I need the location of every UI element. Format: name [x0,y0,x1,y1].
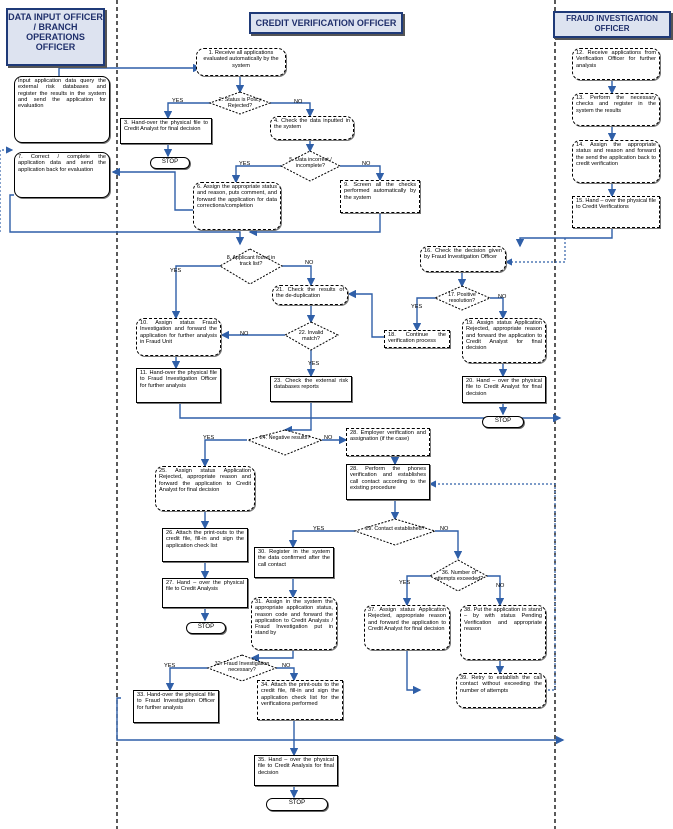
step-25: 25. Assign status Application Rejected, … [155,466,255,511]
step-39: 39. Retry to establish the call contact … [456,673,546,708]
label-yes-17: YES [411,304,423,310]
step-4: 4. Check the data inputted in the system [270,116,354,140]
lane-fraud-header: FRAUD INVESTIGATION OFFICER [553,11,671,38]
stop-4: STOP [266,798,328,811]
label-yes-32: YES [164,663,176,669]
step-22-label: 22. Invalid match? [298,330,324,342]
step-17-label: 17. Positive resolution? [448,292,476,304]
step-24-label: 24. Negative results? [259,435,311,441]
step-12: 12. Receive applications from Verificati… [572,48,660,80]
step-11: 11. Hand-over the physical file to Fraud… [136,368,221,403]
label-no-22: NO [240,331,249,337]
step-32-label: 32. Fraud Investigation necessary? [214,661,270,673]
step-10: 10. Assign status Fraud Investigation an… [136,318,221,356]
label-yes-24: YES [203,435,215,441]
step-14: 14. Assign the appropriate status and re… [572,140,660,183]
step-33: 33. Hand-over the physical file to Fraud… [133,690,219,723]
step-8-label: 8. Applicant found in track list? [226,255,276,267]
lane-data-input-header: DATA INPUT OFFICER / BRANCH OPERATIONS O… [6,8,105,66]
step-2-label: 2. Status is Policy Rejected? [218,97,262,109]
step-13: 13. Perform the necessary checks and reg… [572,93,660,126]
step-38: 38. Put the application in stand – by wi… [460,605,546,660]
step-18: 18. Continue the verification process [384,330,450,348]
step-5-label: 5. Data incorrect / incomplete? [289,157,332,169]
stop-1: STOP [150,157,190,169]
label-no-8: NO [305,260,314,266]
label-no-2: NO [294,99,303,105]
label-no-32: NO [282,663,291,669]
stop-3: STOP [186,622,226,634]
step-30: 30. Register in the system the data conf… [254,547,334,578]
step-28a: 28. Employer verification and assignatio… [346,428,430,456]
label-yes-2: YES [172,98,184,104]
step-26: 26. Attach the print-outs to the credit … [162,528,248,562]
step-15: 15. Hand – over the physical file to Cre… [572,196,660,228]
label-no-17: NO [498,294,507,300]
step-28b: 28. Perform the phones verification and … [346,464,430,500]
label-no-36: NO [496,583,505,589]
step-16: 16. Check the decision given by Fraud In… [420,246,506,272]
step-1: 1. Receive all applications evaluated au… [196,48,286,76]
step-input-application: Input application data query the externa… [14,76,110,143]
label-yes-8: YES [170,268,182,274]
step-34: 34. Attach the print-outs to the credit … [257,680,343,720]
step-29-label: 29. Contact established? [365,526,425,532]
label-no-24: NO [324,435,333,441]
step-37: 37. Assign status Application Rejected, … [364,605,450,650]
step-23: 23. Check the external risk databases re… [270,376,352,402]
lane-credit-header: CREDIT VERIFICATION OFFICER [249,12,403,34]
step-3: 3. Hand-over the physical file to Credit… [120,118,212,144]
step-7: 7. Correct / complete the application da… [14,152,110,198]
label-yes-22: YES [308,361,320,367]
label-yes-29: YES [313,526,325,532]
step-21: 21. Check the results of the de-duplicat… [272,285,348,305]
step-31: 31. Assign in the system the appropriate… [251,597,337,650]
step-27: 27. Hand – over the physical file to Cre… [162,578,248,608]
step-19: 19. Assign status Application Rejected, … [462,318,546,363]
step-6: 6. Assign the appropriate status and rea… [193,182,281,230]
label-no-5: NO [362,161,371,167]
label-yes-36: YES [399,580,411,586]
stop-2: STOP [482,416,524,428]
label-no-29: NO [440,526,449,532]
step-36-label: 36. Number of attempts exceeded? [434,570,484,582]
label-yes-5: YES [239,161,251,167]
step-20: 20. Hand – over the physical file to Cre… [462,376,546,403]
step-35: 35. Hand – over the physical file to Cre… [254,755,338,786]
step-9: 9. Screen all the checks performed autom… [340,180,420,213]
